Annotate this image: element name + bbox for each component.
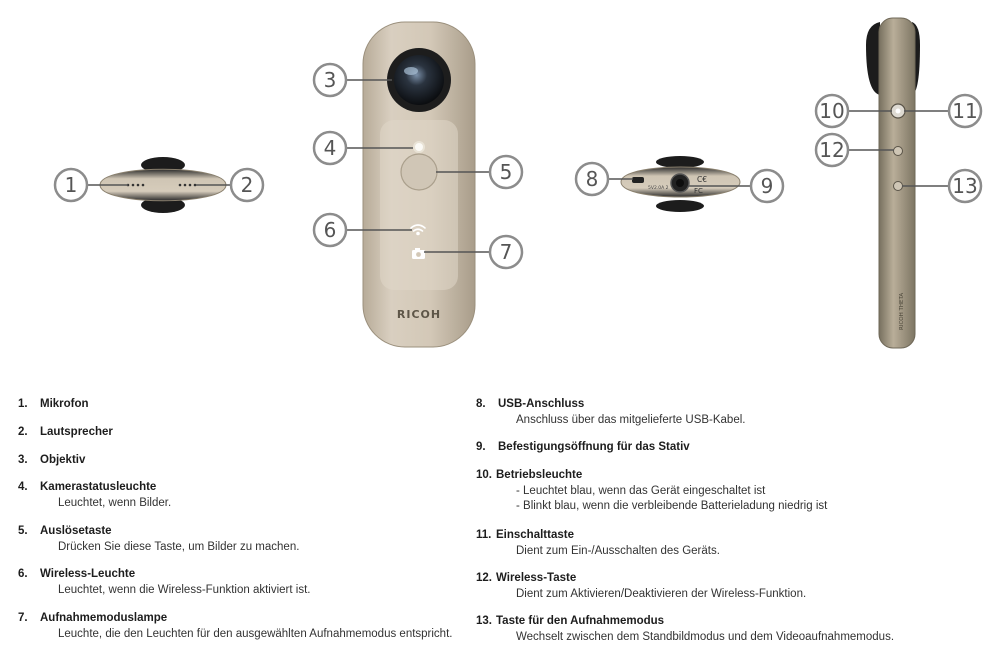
status-led-icon xyxy=(413,141,425,153)
legend-title: Aufnahmemoduslampe xyxy=(40,612,168,624)
lens-highlight xyxy=(404,67,418,75)
svg-text:4: 4 xyxy=(324,136,337,160)
legend-title: Kamerastatusleuchte xyxy=(40,481,157,493)
legend-item-6: 6.Wireless-Leuchte Leuchtet, wenn die Wi… xyxy=(18,567,310,598)
legend-title: Wireless-Taste xyxy=(496,572,577,584)
legend-desc: Leuchte, die den Leuchten für den ausgew… xyxy=(58,627,453,640)
legend-title: Betriebsleuchte xyxy=(496,469,583,481)
legend-item-9: 9.Befestigungsöffnung für das Stativ xyxy=(476,441,690,453)
legend-title: Auslösetaste xyxy=(40,525,112,537)
svg-text:3: 3 xyxy=(324,68,337,92)
legend-item-8: 8.USB-Anschluss Anschluss über das mitge… xyxy=(476,397,745,428)
camera-mode-icon xyxy=(412,248,425,259)
callout-7: 7 xyxy=(488,234,524,270)
legend-desc: Leuchtet, wenn die Wireless-Funktion akt… xyxy=(58,583,311,596)
legend-desc: Dient zum Aktivieren/Deaktivieren der Wi… xyxy=(516,587,807,600)
svg-text:12: 12 xyxy=(819,138,844,162)
legend-title: Mikrofon xyxy=(40,398,89,410)
svg-text:5: 5 xyxy=(500,160,513,184)
legend-desc: Wechselt zwischen dem Standbildmodus und… xyxy=(516,630,895,643)
callout-6: 6 xyxy=(312,212,348,248)
callout-5: 5 xyxy=(488,154,524,190)
shutter-button[interactable] xyxy=(400,153,438,191)
legend-desc: - Leuchtet blau, wenn das Gerät eingesch… xyxy=(516,484,766,497)
leader-lines xyxy=(88,79,949,253)
camera-front-view: RICOH xyxy=(362,21,476,348)
callout-11: 11 xyxy=(947,93,983,129)
tripod-socket-hole xyxy=(676,179,684,187)
legend-item-7: 7.Aufnahmemoduslampe Leuchte, die den Le… xyxy=(18,611,452,642)
fcc-mark: FC xyxy=(694,187,703,195)
bottom-lens-lower xyxy=(656,200,704,212)
callout-3: 3 xyxy=(312,62,348,98)
callout-8: 8 xyxy=(574,161,610,197)
legend-item-5: 5.Auslösetaste Drücken Sie diese Taste, … xyxy=(18,524,299,555)
front-panel xyxy=(380,120,458,290)
legend-item-11: 11.Einschalttaste Dient zum Ein-/Ausscha… xyxy=(476,528,720,559)
camera-bottom-view: 5V2.0A 2 C€ FC xyxy=(620,156,741,212)
callout-12: 12 xyxy=(814,132,850,168)
legend-item-1: 1.Mikrofon xyxy=(18,398,89,410)
legend-item-12: 12.Wireless-Taste Dient zum Aktivieren/D… xyxy=(476,571,806,602)
bottom-lens-upper xyxy=(656,156,704,168)
legend-desc: Dient zum Ein-/Ausschalten des Geräts. xyxy=(516,544,720,557)
speaker-holes xyxy=(178,183,197,187)
legend-desc: Leuchtet, wenn Bilder. xyxy=(58,496,172,509)
svg-text:11: 11 xyxy=(952,99,977,123)
legend-title: Taste für den Aufnahmemodus xyxy=(496,615,665,627)
legend-title: Einschalttaste xyxy=(496,529,574,541)
side-lens-rear xyxy=(866,22,880,95)
legend-item-10: 10.Betriebsleuchte - Leuchtet blau, wenn… xyxy=(476,468,827,515)
svg-text:10: 10 xyxy=(819,99,844,123)
svg-text:7: 7 xyxy=(500,240,513,264)
legend-desc: Anschluss über das mitgelieferte USB-Kab… xyxy=(516,413,746,426)
callout-2: 2 xyxy=(229,167,265,203)
legend-item-4: 4.Kamerastatusleuchte Leuchtet, wenn Bil… xyxy=(18,480,171,511)
callout-1: 1 xyxy=(53,167,89,203)
legend-title: Wireless-Leuchte xyxy=(40,568,136,580)
svg-text:2: 2 xyxy=(241,173,254,197)
mode-button[interactable] xyxy=(893,181,903,191)
side-model-text: RICOH THETA xyxy=(899,293,905,330)
brand-logo: RICOH xyxy=(397,308,441,321)
lens-icon xyxy=(394,55,444,105)
callout-4: 4 xyxy=(312,130,348,166)
callout-10: 10 xyxy=(814,93,850,129)
camera-diagram: RICOH 5V2.0A 2 C€ FC RICOH THETA xyxy=(53,17,983,349)
legend-title: USB-Anschluss xyxy=(498,398,585,410)
svg-text:8: 8 xyxy=(586,167,599,191)
wireless-button[interactable] xyxy=(893,146,903,156)
callout-13: 13 xyxy=(947,168,983,204)
legend-item-3: 3.Objektiv xyxy=(18,454,86,466)
svg-text:13: 13 xyxy=(952,174,977,198)
wifi-icon xyxy=(410,224,426,236)
usb-port[interactable] xyxy=(632,177,644,183)
power-led-icon xyxy=(895,108,901,114)
svg-text:6: 6 xyxy=(324,218,337,242)
legend-item-2: 2.Lautsprecher xyxy=(18,426,113,438)
legend-title: Befestigungsöffnung für das Stativ xyxy=(498,441,690,453)
legend-desc: - Blinkt blau, wenn die verbleibende Bat… xyxy=(516,500,828,512)
legend-title: Objektiv xyxy=(40,454,86,466)
svg-text:1: 1 xyxy=(65,173,78,197)
legend-desc: Drücken Sie diese Taste, um Bilder zu ma… xyxy=(58,540,300,553)
svg-text:9: 9 xyxy=(761,174,774,198)
legend-title: Lautsprecher xyxy=(40,426,113,438)
camera-side-view: RICOH THETA xyxy=(866,17,920,349)
certification-marks: C€ xyxy=(697,175,707,184)
callout-9: 9 xyxy=(749,168,785,204)
legend-item-13: 13.Taste für den Aufnahmemodus Wechselt … xyxy=(476,614,894,645)
usb-label: 5V2.0A 2 xyxy=(648,185,669,191)
